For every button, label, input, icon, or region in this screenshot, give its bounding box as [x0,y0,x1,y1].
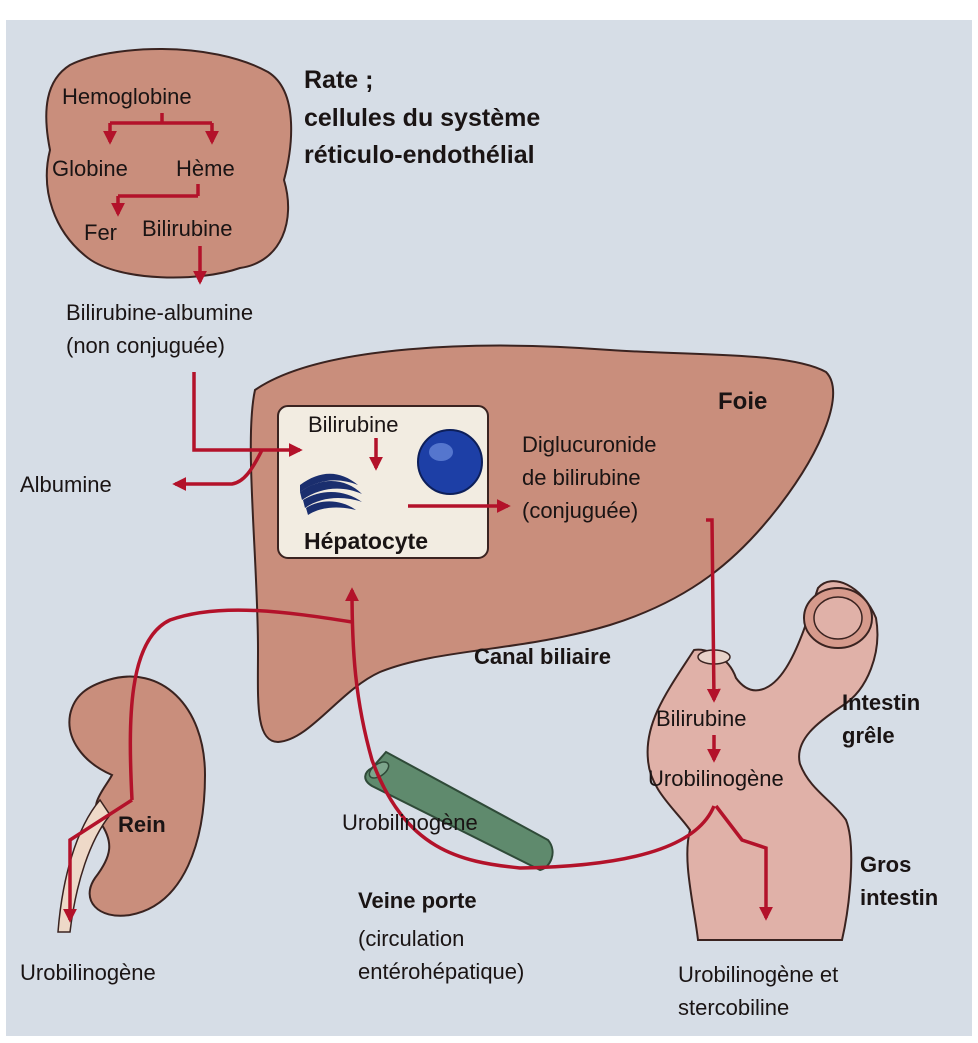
label-bilirubine-spleen: Bilirubine [142,218,233,240]
spleen-title: Rate ; cellules du système réticulo-endo… [304,62,540,175]
label-circulation: (circulation entérohépatique) [358,922,524,988]
label-fer: Fer [84,222,117,244]
nucleus-icon [418,430,482,494]
label-urobilinogene-urine: Urobilinogène [20,962,156,984]
label-hemoglobine: Hemoglobine [62,86,192,108]
label-veine-porte: Veine porte [358,890,477,912]
label-bilirubine-albumine: Bilirubine-albumine (non conjuguée) [66,296,253,362]
label-rein: Rein [118,814,166,836]
label-urobilinogene-intestine: Urobilinogène [648,768,784,790]
label-diglucuronide: Diglucuronide de bilirubine (conjuguée) [522,428,657,527]
label-urobilinogene-portal: Urobilinogène [342,812,478,834]
intestine-lumen-inner [814,597,862,639]
label-globine: Globine [52,158,128,180]
label-bilirubine-intestine: Bilirubine [656,708,747,730]
label-albumine: Albumine [20,474,112,496]
liver-title: Foie [718,390,767,414]
nucleus-highlight [429,443,453,461]
label-intestin-grele: Intestin grêle [842,686,920,752]
label-heme: Hème [176,158,235,180]
label-canal-biliaire: Canal biliaire [474,646,611,668]
label-stool-output: Urobilinogène et stercobiline [678,958,838,1024]
label-bilirubine-hepatocyte: Bilirubine [308,414,399,436]
label-hepatocyte: Hépatocyte [304,530,428,553]
label-gros-intestin: Gros intestin [860,848,938,914]
